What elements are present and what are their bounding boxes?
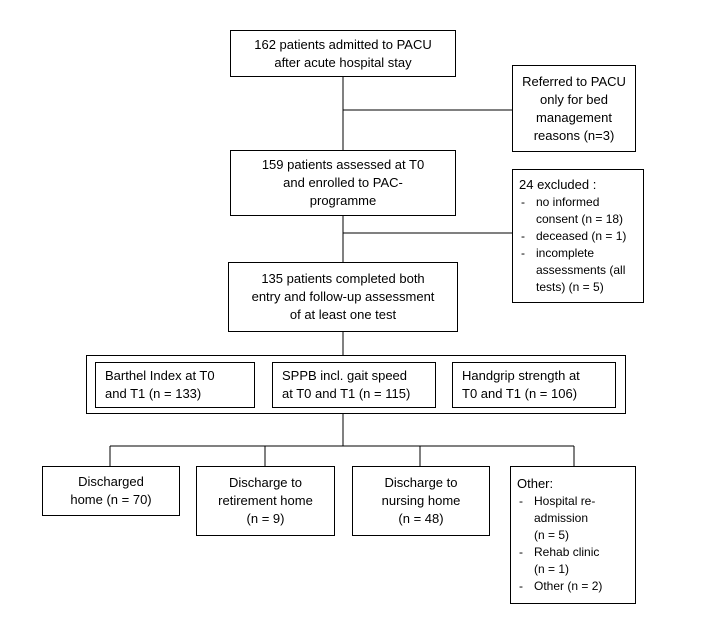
outcome-line: Discharge to bbox=[384, 475, 458, 490]
outcome-box-home: Discharged home (n = 70) bbox=[42, 466, 180, 516]
admitted-line-2: after acute hospital stay bbox=[274, 54, 412, 70]
other-item-line: Hospital re- bbox=[534, 494, 596, 508]
assessed-line-3: programme bbox=[309, 193, 377, 208]
excluded-item-line: deceased (n = 1) bbox=[536, 229, 627, 243]
outcome-line: home (n = 70) bbox=[70, 492, 152, 507]
admitted-box: 162 patients admitted to PACU after acut… bbox=[230, 30, 456, 77]
excluded-item: no informed consent (n = 18) bbox=[519, 194, 643, 228]
completed-line-2: entry and follow-up assessment bbox=[251, 289, 435, 304]
excluded-item-line: consent (n = 18) bbox=[536, 212, 624, 226]
completed-box: 135 patients completed both entry and fo… bbox=[228, 262, 458, 332]
outcome-line: retirement home bbox=[218, 493, 313, 508]
assessed-box: 159 patients assessed at T0 and enrolled… bbox=[230, 150, 456, 216]
other-list: Hospital re- admission (n = 5) Rehab cli… bbox=[517, 493, 635, 595]
excluded-item: deceased (n = 1) bbox=[519, 228, 643, 245]
assessed-line-1: 159 patients assessed at T0 bbox=[261, 157, 425, 172]
outcome-line: Discharged bbox=[78, 474, 144, 489]
referred-box: Referred to PACU only for bed management… bbox=[512, 65, 636, 152]
admitted-line-1: 162 patients admitted to PACU bbox=[254, 36, 432, 52]
other-item-line: (n = 1) bbox=[534, 562, 570, 576]
referred-line-3: management bbox=[536, 109, 612, 125]
other-title: Other: bbox=[517, 476, 554, 491]
other-item: Other (n = 2) bbox=[517, 578, 635, 595]
excluded-item-line: no informed bbox=[536, 195, 600, 209]
outcome-line: (n = 48) bbox=[398, 511, 444, 526]
excluded-item-line: tests) (n = 5) bbox=[536, 280, 604, 294]
test-box-barthel: Barthel Index at T0 and T1 (n = 133) bbox=[95, 362, 255, 408]
test-line: SPPB incl. gait speed bbox=[282, 368, 408, 383]
test-line: and T1 (n = 133) bbox=[105, 386, 202, 401]
excluded-item: incomplete assessments (all tests) (n = … bbox=[519, 245, 643, 296]
referred-line-1: Referred to PACU bbox=[522, 73, 626, 89]
completed-line-1: 135 patients completed both bbox=[261, 271, 425, 286]
test-box-sppb: SPPB incl. gait speed at T0 and T1 (n = … bbox=[272, 362, 436, 408]
test-line: Handgrip strength at bbox=[462, 368, 580, 383]
assessed-line-2: and enrolled to PAC- bbox=[283, 175, 403, 190]
outcome-box-nursing: Discharge to nursing home (n = 48) bbox=[352, 466, 490, 536]
other-item: Hospital re- admission (n = 5) bbox=[517, 493, 635, 544]
referred-line-4: reasons (n=3) bbox=[533, 127, 615, 143]
excluded-item-line: incomplete bbox=[536, 246, 595, 260]
test-box-handgrip: Handgrip strength at T0 and T1 (n = 106) bbox=[452, 362, 616, 408]
outcome-line: nursing home bbox=[381, 493, 461, 508]
excluded-box: 24 excluded : no informed consent (n = 1… bbox=[512, 169, 644, 303]
tests-group bbox=[86, 355, 626, 414]
other-item-line: Other (n = 2) bbox=[534, 579, 603, 593]
other-item-line: Rehab clinic bbox=[534, 545, 600, 559]
excluded-item-line: assessments (all bbox=[536, 263, 626, 277]
test-line: at T0 and T1 (n = 115) bbox=[282, 386, 411, 401]
referred-line-2: only for bed bbox=[540, 91, 608, 107]
outcome-box-other: Other: Hospital re- admission (n = 5) Re… bbox=[510, 466, 636, 604]
excluded-title: 24 excluded : bbox=[519, 177, 597, 192]
other-item-line: admission bbox=[534, 511, 589, 525]
completed-line-3: of at least one test bbox=[289, 307, 397, 322]
other-item-line: (n = 5) bbox=[534, 528, 570, 542]
test-line: T0 and T1 (n = 106) bbox=[462, 386, 578, 401]
other-item: Rehab clinic (n = 1) bbox=[517, 544, 635, 578]
outcome-line: Discharge to bbox=[229, 475, 302, 490]
outcome-box-retirement: Discharge to retirement home (n = 9) bbox=[196, 466, 335, 536]
test-line: Barthel Index at T0 bbox=[105, 368, 215, 383]
excluded-list: no informed consent (n = 18) deceased (n… bbox=[519, 194, 643, 296]
outcome-line: (n = 9) bbox=[246, 511, 285, 526]
